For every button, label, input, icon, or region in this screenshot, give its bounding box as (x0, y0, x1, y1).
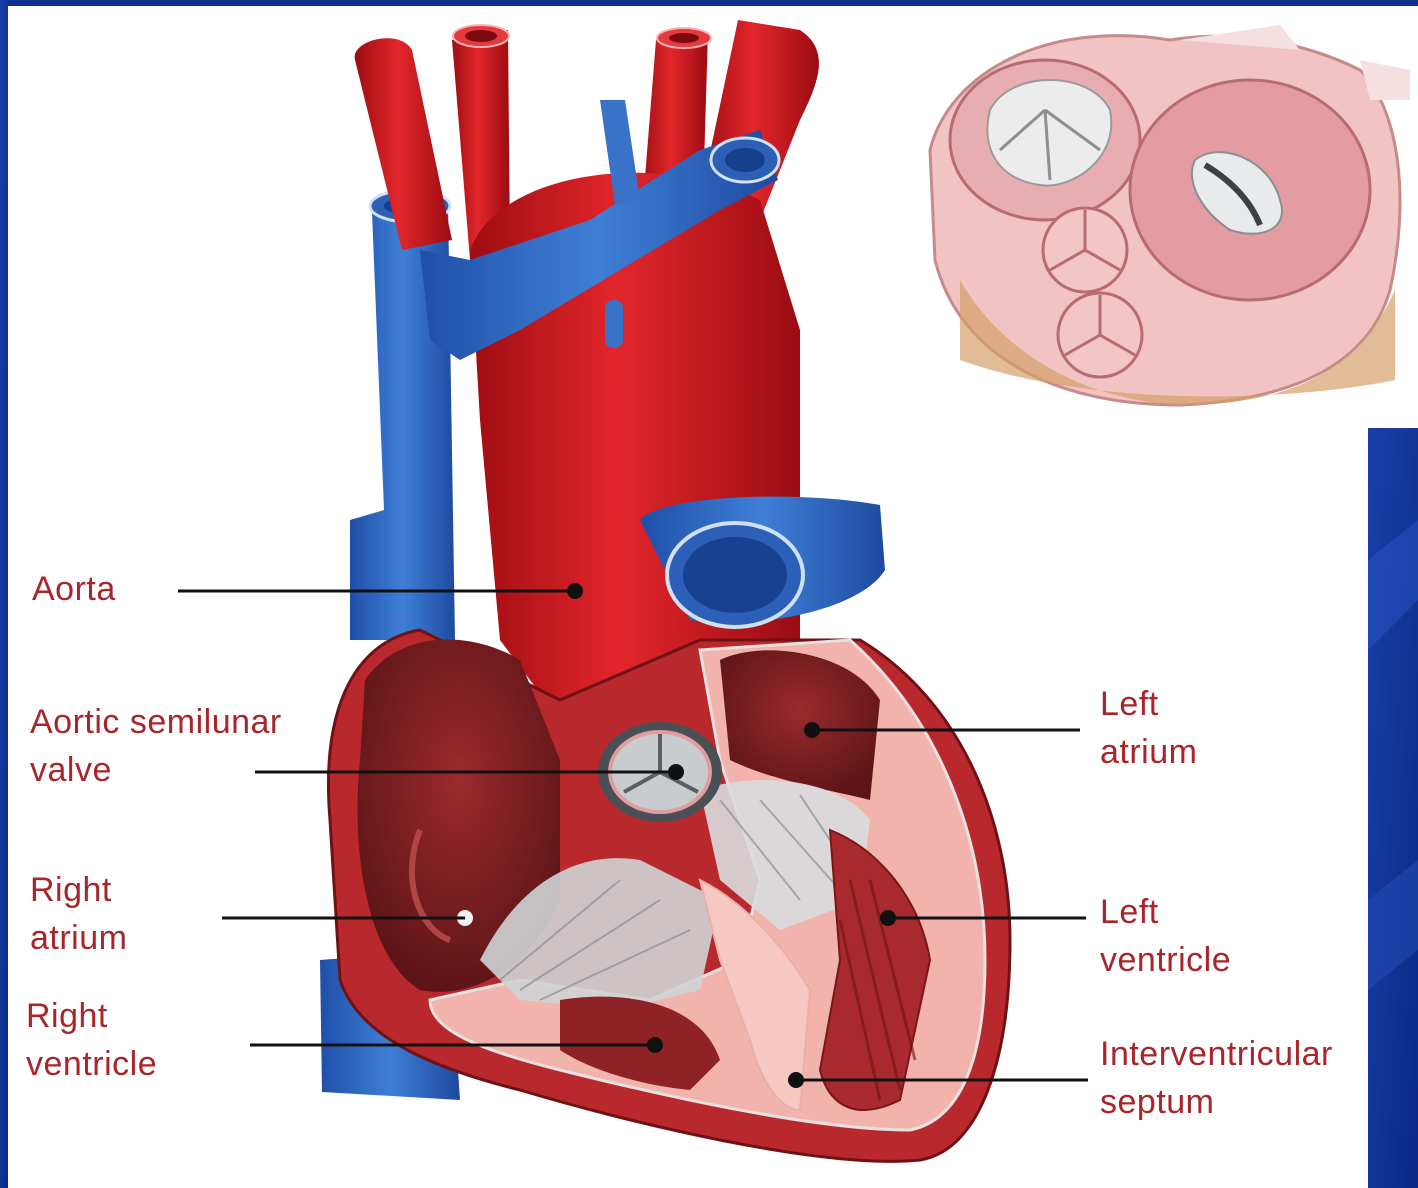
label-aorta-line1: Aorta (32, 565, 116, 613)
label-aorta: Aorta (32, 565, 116, 613)
label-left-ventricle-line1: Left (1100, 888, 1231, 936)
label-left-atrium-line1: Left (1100, 680, 1197, 728)
label-aortic-semilunar-valve: Aortic semilunar valve (30, 698, 282, 794)
label-right-ventricle: Right ventricle (26, 992, 157, 1088)
label-right-ventricle-line1: Right (26, 992, 157, 1040)
label-right-atrium: Right atrium (30, 866, 127, 962)
label-right-atrium-line1: Right (30, 866, 127, 914)
inset-valve-view (930, 25, 1410, 405)
label-left-ventricle-line2: ventricle (1100, 936, 1231, 984)
label-aortic-valve-line2: valve (30, 746, 282, 794)
label-right-ventricle-line2: ventricle (26, 1040, 157, 1088)
label-left-atrium: Left atrium (1100, 680, 1197, 776)
label-septum-line2: septum (1100, 1078, 1333, 1126)
label-right-atrium-line2: atrium (30, 914, 127, 962)
label-interventricular-septum: Interventricular septum (1100, 1030, 1333, 1126)
label-left-atrium-line2: atrium (1100, 728, 1197, 776)
label-left-ventricle: Left ventricle (1100, 888, 1231, 984)
label-septum-line1: Interventricular (1100, 1030, 1333, 1078)
label-aortic-valve-line1: Aortic semilunar (30, 698, 282, 746)
